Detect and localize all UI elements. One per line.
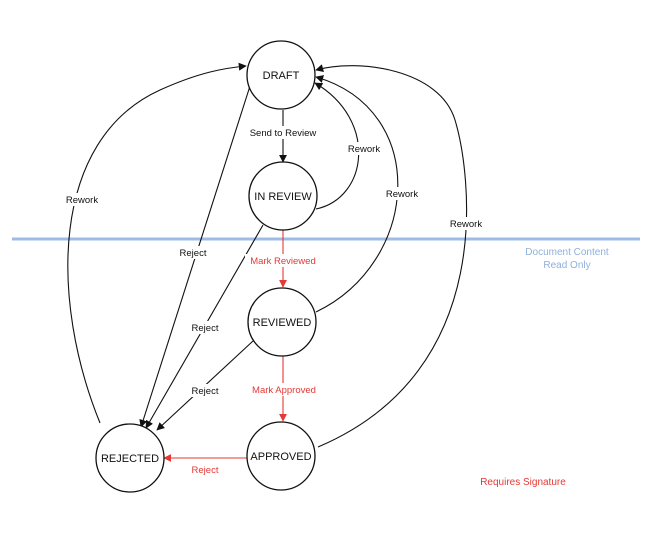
node-draft[interactable]: DRAFT xyxy=(246,40,316,110)
edge-rework-inreview-to-draft xyxy=(314,82,360,210)
node-in-review-label: IN REVIEW xyxy=(254,191,312,203)
label-reject-inreview: Reject xyxy=(192,323,219,334)
node-reviewed[interactable]: REVIEWED xyxy=(247,287,317,357)
label-rework-approved: Rework xyxy=(450,219,482,230)
note-document-content: Document Content xyxy=(525,247,609,258)
node-rejected-label: REJECTED xyxy=(101,453,159,465)
edge-rework-rejected-to-draft xyxy=(67,62,247,424)
node-approved[interactable]: APPROVED xyxy=(246,421,316,491)
note-read-only: Read Only xyxy=(543,260,590,271)
label-rework-rejected: Rework xyxy=(66,195,98,206)
note-requires-signature: Requires Signature xyxy=(480,477,566,488)
node-rejected[interactable]: REJECTED xyxy=(95,423,165,493)
node-in-review[interactable]: IN REVIEW xyxy=(248,161,318,231)
label-reject-approved: Reject xyxy=(192,465,219,476)
label-reject-draft: Reject xyxy=(180,248,207,259)
label-mark-approved: Mark Approved xyxy=(252,385,316,396)
label-mark-reviewed: Mark Reviewed xyxy=(250,256,315,267)
node-reviewed-label: REVIEWED xyxy=(253,317,312,329)
label-rework-reviewed: Rework xyxy=(386,189,418,200)
label-rework-inreview: Rework xyxy=(348,144,380,155)
label-send-to-review: Send to Review xyxy=(250,128,317,139)
label-reject-reviewed: Reject xyxy=(192,386,219,397)
node-draft-label: DRAFT xyxy=(263,70,300,82)
edge-rework-approved-to-draft xyxy=(315,64,468,448)
node-approved-label: APPROVED xyxy=(250,451,311,463)
